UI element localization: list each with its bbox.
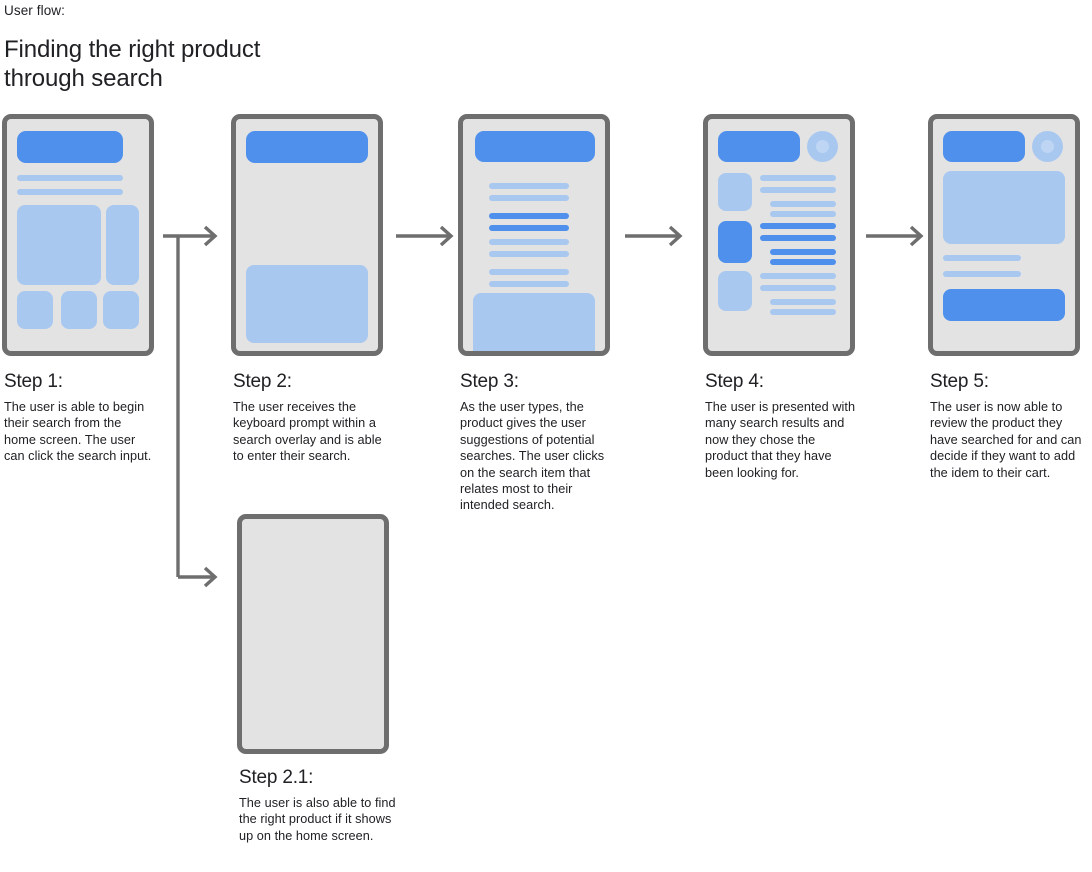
result-thumbnail[interactable]: [718, 271, 752, 311]
step-column-3: Step 3: As the user types, the product g…: [458, 114, 612, 512]
tile-card[interactable]: [17, 291, 53, 329]
suggestion-line[interactable]: [489, 281, 569, 287]
avatar-inner-icon: [816, 140, 829, 153]
suggestion-line[interactable]: [489, 183, 569, 189]
result-text-line: [760, 175, 836, 181]
product-image-block[interactable]: [943, 171, 1065, 244]
result-text-line-selected: [760, 223, 836, 229]
step-caption: Step 3: As the user types, the product g…: [458, 370, 612, 514]
step-body: The user receives the keyboard prompt wi…: [233, 400, 382, 464]
search-bar-block[interactable]: [718, 131, 800, 162]
product-text-line: [943, 255, 1021, 261]
screen-home: [7, 119, 149, 351]
keyboard-block[interactable]: [473, 293, 595, 351]
screen-search-overlay: [236, 119, 378, 351]
step-caption: Step 4: The user is presented with many …: [703, 370, 857, 481]
phone-mockup-search-overlay[interactable]: [231, 114, 383, 356]
step-column-1: Step 1: The user is able to begin their …: [2, 114, 156, 463]
screen-product-detail: [933, 119, 1075, 351]
avatar-inner-icon: [1041, 140, 1054, 153]
result-text-line: [770, 299, 836, 305]
phone-mockup-search-suggestions[interactable]: [458, 114, 610, 356]
step-title: Step 2:: [233, 371, 292, 392]
page-title: Finding the right product through search: [4, 36, 261, 92]
step-column-2: Step 2: The user receives the keyboard p…: [231, 114, 385, 463]
step-title: Step 4:: [705, 371, 764, 392]
arrowhead-to-step21: [203, 566, 218, 588]
result-text-line: [770, 309, 836, 315]
tile-card[interactable]: [61, 291, 97, 329]
phone-mockup-product-detail[interactable]: [928, 114, 1080, 356]
step-caption: Step 2.1: The user is also able to find …: [237, 766, 399, 844]
result-text-line-selected: [760, 235, 836, 241]
screen-search-suggestions: [463, 119, 605, 351]
arrowhead-step5: [909, 225, 924, 247]
result-text-line: [770, 201, 836, 207]
feature-card-large[interactable]: [17, 205, 101, 285]
step-body: The user is also able to find the right …: [239, 796, 396, 843]
suggestion-line[interactable]: [489, 269, 569, 275]
step-body: The user is presented with many search r…: [705, 400, 856, 480]
suggestion-line[interactable]: [489, 195, 569, 201]
step-body: The user is able to begin their search f…: [4, 400, 152, 464]
phone-mockup-blank-screen[interactable]: [237, 514, 389, 754]
suggestion-line-highlighted[interactable]: [489, 213, 569, 219]
arrowhead-step3: [439, 225, 454, 247]
tile-card[interactable]: [103, 291, 139, 329]
arrowhead-to-step2: [203, 225, 218, 247]
result-thumbnail[interactable]: [718, 173, 752, 211]
text-line-block: [17, 175, 123, 181]
result-text-line-selected: [770, 259, 836, 265]
result-text-line: [760, 285, 836, 291]
keyboard-block[interactable]: [246, 265, 368, 343]
text-line-block: [17, 189, 123, 195]
step-title: Step 1:: [4, 371, 63, 392]
step-caption: Step 5: The user is now able to review t…: [928, 370, 1082, 481]
phone-mockup-home-screen[interactable]: [2, 114, 154, 356]
search-bar-block[interactable]: [475, 131, 595, 162]
step-body: The user is now able to review the produ…: [930, 400, 1082, 480]
search-bar-block[interactable]: [246, 131, 368, 163]
suggestion-line[interactable]: [489, 239, 569, 245]
step-column-5: Step 5: The user is now able to review t…: [928, 114, 1082, 480]
step-caption: Step 2: The user receives the keyboard p…: [231, 370, 385, 465]
step-caption: Step 1: The user is able to begin their …: [2, 370, 156, 465]
suggestion-line-highlighted[interactable]: [489, 225, 569, 231]
result-text-line: [770, 211, 836, 217]
result-text-line: [760, 187, 836, 193]
step-title: Step 2.1:: [239, 767, 314, 788]
arrowhead-step4: [668, 225, 683, 247]
search-bar-block[interactable]: [17, 131, 123, 163]
phone-mockup-search-results[interactable]: [703, 114, 855, 356]
eyebrow-label: User flow:: [4, 3, 66, 18]
result-text-line: [760, 273, 836, 279]
screen-search-results: [708, 119, 850, 351]
result-thumbnail-selected[interactable]: [718, 221, 752, 263]
product-text-line: [943, 271, 1021, 277]
feature-card-side[interactable]: [106, 205, 139, 285]
step-title: Step 3:: [460, 371, 519, 392]
result-text-line-selected: [770, 249, 836, 255]
suggestion-line[interactable]: [489, 251, 569, 257]
step-column-4: Step 4: The user is presented with many …: [703, 114, 857, 480]
search-bar-block[interactable]: [943, 131, 1025, 162]
step-title: Step 5:: [930, 371, 989, 392]
screen-blank: [242, 519, 384, 749]
step-column-2-1: Step 2.1: The user is also able to find …: [237, 514, 396, 843]
step-body: As the user types, the product gives the…: [460, 400, 605, 513]
add-to-cart-button[interactable]: [943, 289, 1065, 321]
